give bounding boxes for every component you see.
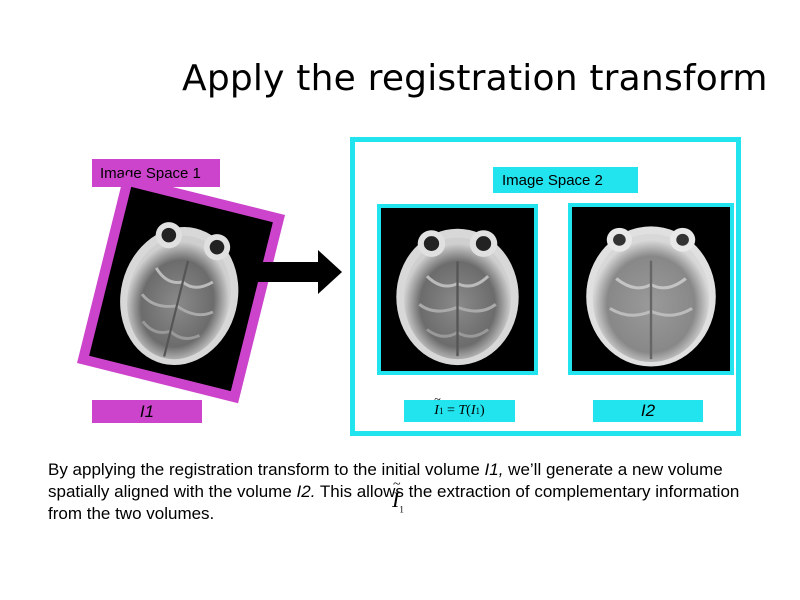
i1-label: I1 [92,400,202,423]
caption-part-2: we’ll generate a new volume [503,460,723,479]
transformed-brain-scan [381,208,534,371]
right-arrow-icon [258,250,342,299]
caption-tilde-sub: 1 [399,504,404,515]
source-brain-scan [89,186,273,392]
slide-caption: By applying the registration transform t… [48,459,768,525]
brain-scan-image [120,222,239,366]
caption-tilde-symbol: I1 [392,477,404,515]
caption-part-1: By applying the registration transform t… [48,460,485,479]
caption-volume-2: I2. [296,482,316,501]
caption-tilde-i: I [392,487,400,512]
target-scan-frame [568,203,734,375]
image-space-2-frame [350,137,741,436]
image-space-2-label: Image Space 2 [493,167,638,193]
formula-arg-sub: 1 [475,406,481,416]
target-brain-scan [572,207,730,371]
formula-lhs-sub: 1 [438,406,444,416]
caption-part-3: spatially aligned with the volume [48,482,297,501]
slide-title: Apply the registration transform [182,58,768,99]
caption-volume-1: I1, [484,460,504,479]
formula-func: T [458,403,467,418]
i2-label: I2 [593,400,703,422]
formula-lhs: I [434,392,440,419]
formula-arg: I [470,403,476,418]
caption-part-4: This allows the extraction of complement… [48,482,740,523]
brain-scan-image [586,226,716,367]
transformed-scan-frame [377,204,538,375]
transform-formula-label: I1 = T(I1) [404,392,515,422]
brain-scan-image [396,228,519,366]
formula-equals: = [443,403,459,418]
source-scan-frame [76,174,286,404]
